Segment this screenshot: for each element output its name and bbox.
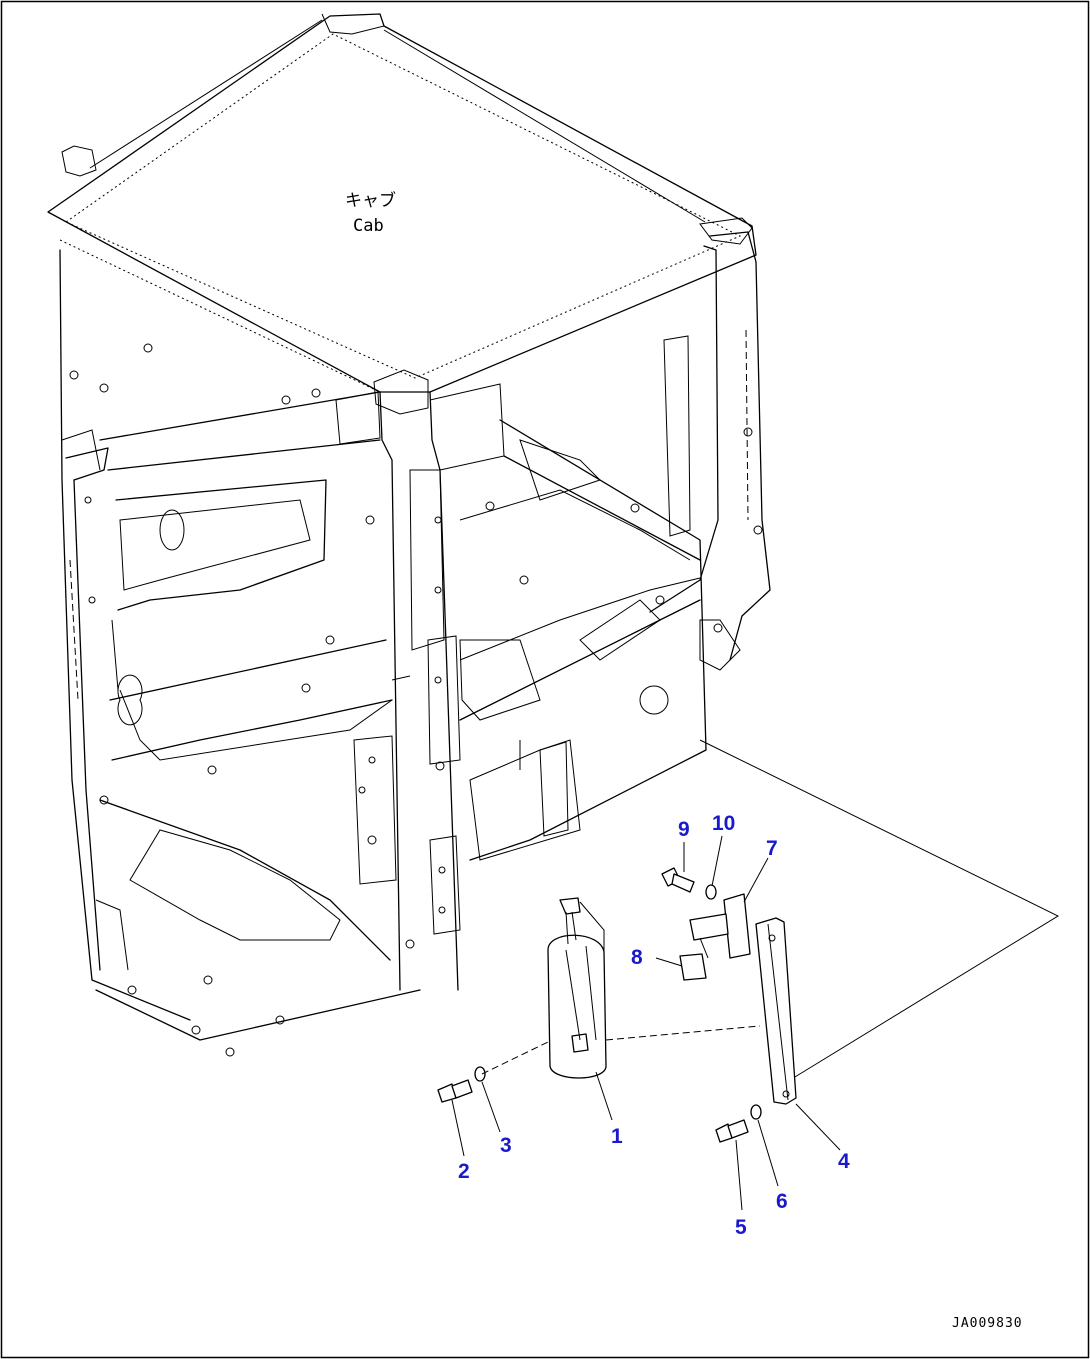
fire-extinguisher bbox=[547, 897, 607, 1079]
washer-part-10 bbox=[705, 884, 717, 900]
clip-part-8 bbox=[679, 953, 707, 981]
callout-3: 3 bbox=[500, 1134, 512, 1157]
callout-7: 7 bbox=[766, 837, 778, 860]
cab-outline bbox=[47, 13, 1060, 1081]
washer-part-6 bbox=[750, 1104, 762, 1120]
bracket-part-7 bbox=[689, 893, 751, 959]
centerline-bracket bbox=[605, 1025, 761, 1041]
callout-1: 1 bbox=[611, 1125, 623, 1148]
callout-9: 9 bbox=[678, 818, 690, 841]
bolt-part-2 bbox=[437, 1079, 473, 1103]
centerline-bolt-2 bbox=[481, 1041, 549, 1075]
callout-6: 6 bbox=[776, 1190, 788, 1213]
callout-8: 8 bbox=[631, 946, 643, 969]
cab-label-japanese: キャブ bbox=[345, 190, 396, 211]
cab-label-english: Cab bbox=[353, 216, 384, 236]
bolt-part-9 bbox=[661, 867, 695, 893]
washer-part-3 bbox=[474, 1066, 486, 1082]
mounting-bracket bbox=[755, 917, 797, 1105]
callout-5: 5 bbox=[735, 1216, 747, 1239]
callout-4: 4 bbox=[838, 1150, 850, 1173]
callout-10: 10 bbox=[712, 812, 735, 835]
callout-2: 2 bbox=[458, 1160, 470, 1183]
drawing-number: JA009830 bbox=[952, 1316, 1023, 1331]
leader-lines bbox=[451, 835, 841, 1211]
bolt-part-5 bbox=[715, 1119, 749, 1143]
